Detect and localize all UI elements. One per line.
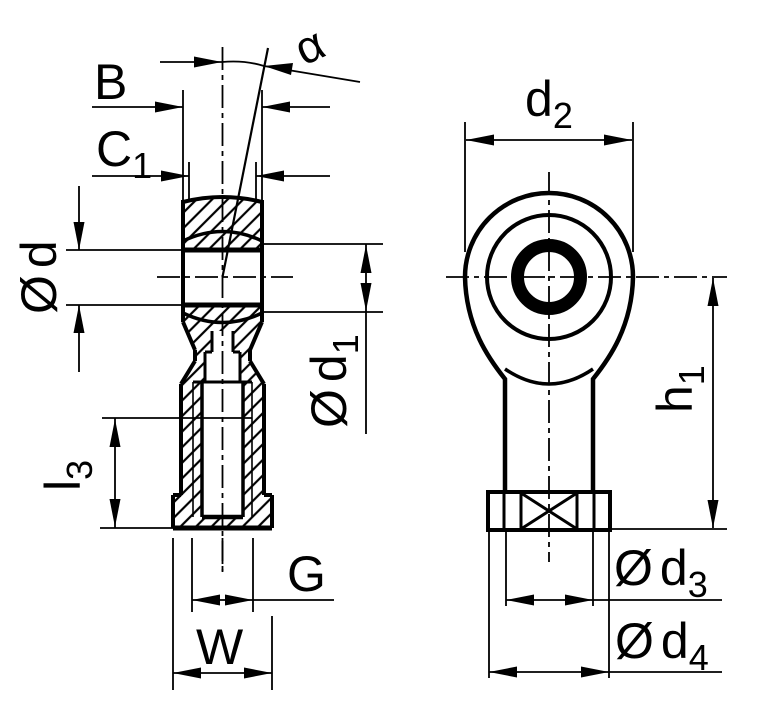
body-section — [173, 313, 272, 528]
arrowhead — [155, 101, 183, 113]
dim-g: G — [191, 538, 334, 612]
arrowhead — [565, 594, 593, 606]
label-l3: l3 — [35, 460, 100, 491]
housing-outline — [181, 195, 264, 322]
bore-edges — [183, 247, 262, 308]
arrowhead — [192, 594, 220, 606]
dim-c1: C1 — [92, 121, 330, 200]
label-w: W — [196, 619, 244, 675]
dim-d1: Ød1 — [264, 243, 383, 434]
flange-cross — [520, 491, 578, 531]
dim-d2: d2 — [464, 71, 634, 252]
dim-b: B — [92, 54, 330, 200]
arrowhead — [506, 594, 534, 606]
arrowhead — [244, 667, 272, 679]
bore-channel — [193, 331, 252, 384]
label-g: G — [287, 546, 326, 602]
arrowhead — [73, 222, 85, 250]
arrowhead — [489, 666, 517, 678]
arrowhead — [262, 101, 290, 113]
side-view: α B C1 Ød — [11, 17, 383, 690]
arrowhead — [73, 305, 85, 333]
ball-arcs — [182, 229, 263, 325]
label-d1: Ød1 — [301, 334, 366, 428]
dim-w: W — [172, 538, 273, 690]
dim-h1: h1 — [611, 278, 727, 530]
label-d: Ød — [11, 240, 67, 314]
arrowhead — [109, 419, 121, 447]
label-c1: C1 — [96, 121, 152, 186]
arrowhead — [256, 170, 284, 182]
arrowhead — [109, 499, 121, 527]
dim-alpha: α — [160, 17, 361, 83]
arrowhead — [360, 245, 372, 273]
arrowhead — [173, 667, 201, 679]
arrowhead — [581, 666, 609, 678]
neck-and-shank-outline — [171, 321, 274, 528]
dim-d: Ød — [11, 186, 183, 372]
dim-l3: l3 — [35, 417, 252, 529]
thread-minor-lines — [200, 382, 245, 517]
label-d2: d2 — [525, 71, 573, 136]
label-b: B — [94, 54, 127, 110]
arrowhead — [707, 278, 719, 306]
arrowhead — [604, 134, 632, 146]
flange-divisions — [502, 494, 596, 528]
tilted-axis-line — [221, 47, 270, 278]
arrowhead — [225, 594, 253, 606]
thread-major-lines — [192, 382, 253, 517]
arrowhead — [466, 134, 494, 146]
arrowhead — [707, 500, 719, 528]
arrowhead — [360, 283, 372, 311]
arrowhead — [264, 63, 293, 75]
label-h1: h1 — [647, 365, 712, 413]
label-alpha: α — [286, 17, 332, 75]
arrowhead — [194, 56, 222, 68]
arrowhead — [161, 170, 189, 182]
